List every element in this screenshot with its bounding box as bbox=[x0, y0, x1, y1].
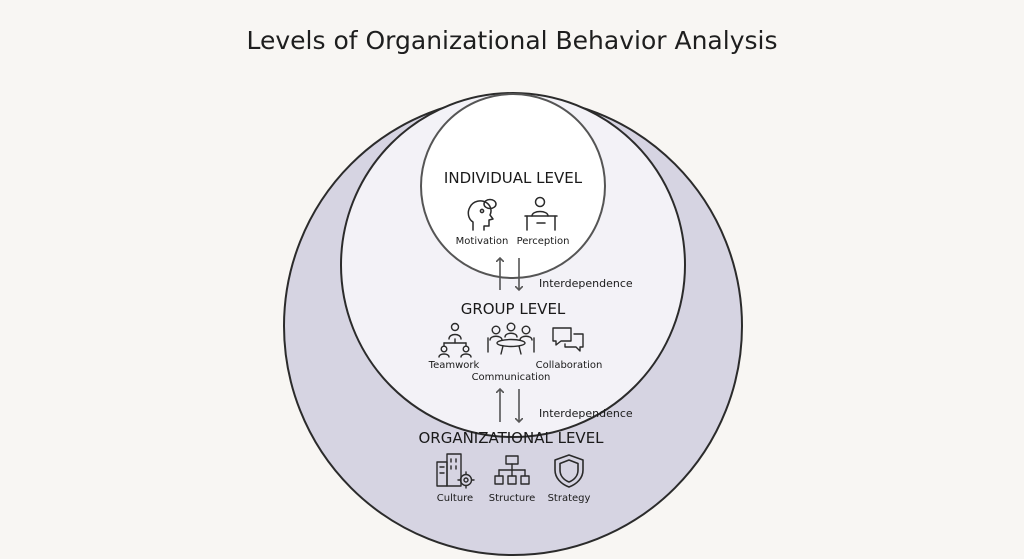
chat-bubbles-icon bbox=[552, 327, 584, 352]
communication-label: Communication bbox=[472, 372, 551, 383]
group-level-heading: GROUP LEVEL bbox=[461, 300, 566, 318]
structure-label: Structure bbox=[489, 493, 536, 504]
meeting-table-icon bbox=[487, 322, 535, 355]
culture-label: Culture bbox=[437, 493, 473, 504]
lower-interdependence-label: Interdependence bbox=[539, 407, 633, 420]
person-at-desk-icon bbox=[524, 196, 558, 231]
individual-level-heading: INDIVIDUAL LEVEL bbox=[444, 169, 583, 187]
motivation-label: Motivation bbox=[456, 236, 509, 247]
strategy-label: Strategy bbox=[548, 493, 591, 504]
shield-icon bbox=[554, 454, 584, 488]
building-gear-icon bbox=[436, 453, 475, 489]
teamwork-label: Teamwork bbox=[428, 360, 480, 371]
page-title: Levels of Organizational Behavior Analys… bbox=[246, 26, 778, 55]
individual-level-circle bbox=[420, 93, 606, 279]
upper-interdependence-label: Interdependence bbox=[539, 277, 633, 290]
team-hierarchy-icon bbox=[438, 322, 472, 358]
collaboration-label: Collaboration bbox=[536, 360, 603, 371]
perception-label: Perception bbox=[517, 236, 570, 247]
head-thought-icon bbox=[467, 198, 497, 231]
organizational-level-heading: ORGANIZATIONAL LEVEL bbox=[418, 429, 604, 447]
org-chart-icon bbox=[494, 455, 530, 485]
